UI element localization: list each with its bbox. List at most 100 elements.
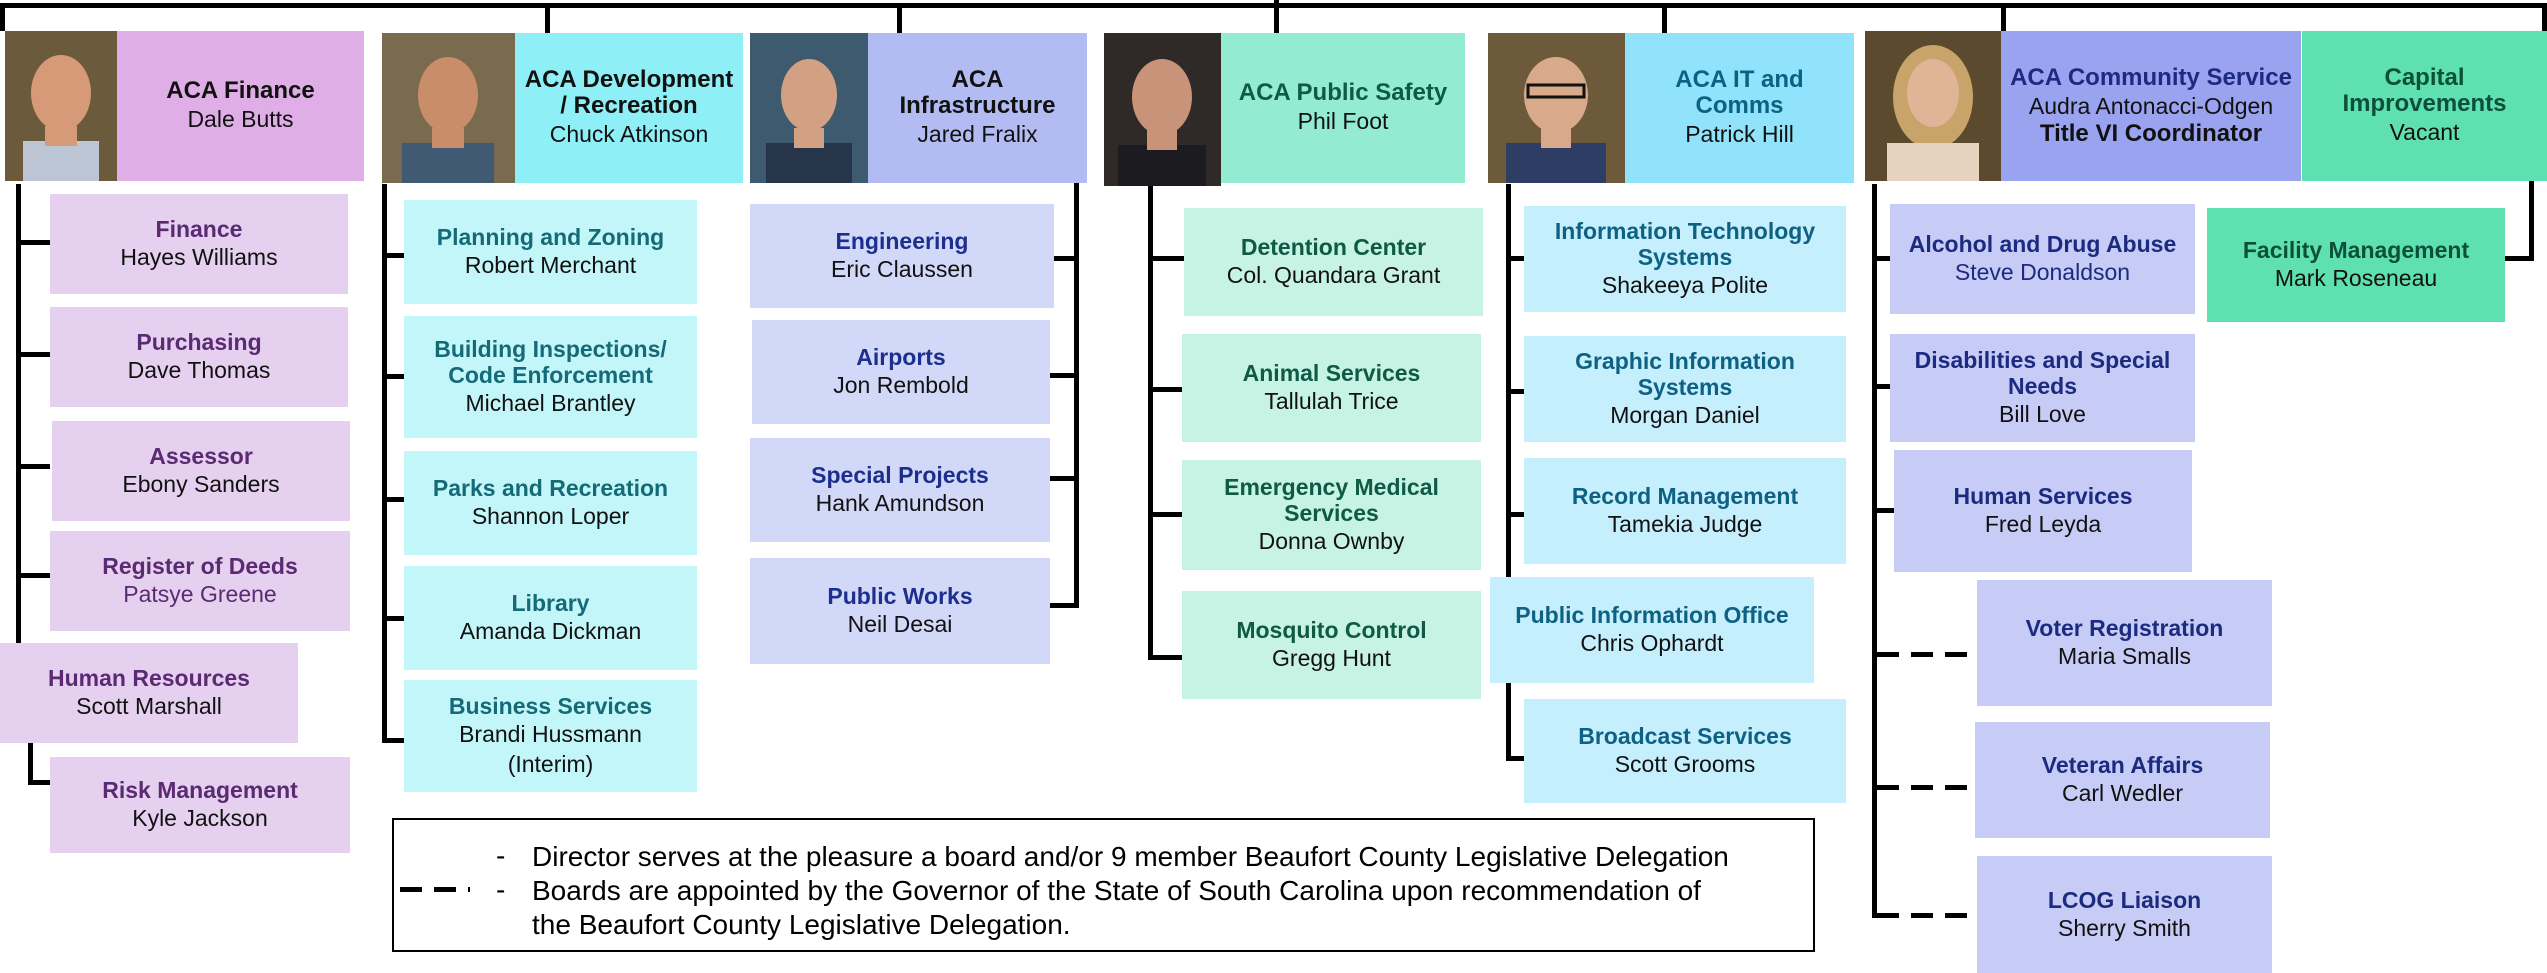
finance-branch [16, 352, 50, 357]
unit-head: Tamekia Judge [1607, 511, 1763, 537]
unit-box: Animal Services Tallulah Trice [1182, 334, 1481, 442]
it-branch [1506, 256, 1524, 261]
unit-head: Carl Wedler [2062, 780, 2183, 806]
finance-spine [16, 184, 21, 739]
chuck-atkinson-photo [382, 33, 515, 183]
unit-head: Kyle Jackson [132, 805, 268, 831]
unit-head: Dave Thomas [127, 357, 271, 383]
cap-head-box: Capital Improvements Vacant [2302, 31, 2547, 181]
unit-head: Bill Love [1999, 401, 2086, 427]
unit-head: Morgan Daniel [1610, 402, 1760, 428]
drop-it [1662, 3, 1667, 33]
unit-box: Emergency Medical Services Donna Ownby [1182, 460, 1481, 570]
cap-spine [2529, 180, 2534, 260]
unit-head: Amanda Dickman [459, 618, 642, 644]
safety-branch [1148, 655, 1184, 660]
unit-head: Chris Ophardt [1580, 630, 1724, 656]
unit-title: Emergency Medical Services [1224, 474, 1439, 526]
finance-branch [16, 240, 50, 245]
dept-director: Chuck Atkinson [549, 121, 709, 147]
drop-comm [2001, 3, 2006, 33]
title-vi-coordinator-label: Title VI Coordinator [2039, 120, 2263, 147]
unit-title: Broadcast Services [1578, 723, 1792, 749]
unit-box: Assessor Ebony Sanders [52, 421, 350, 521]
unit-head: Maria Smalls [2058, 643, 2191, 669]
unit-box: Purchasing Dave Thomas [50, 307, 348, 407]
unit-head: Mark Roseneau [2274, 265, 2438, 291]
dev-branch [382, 497, 404, 502]
unit-head: Shannon Loper [471, 503, 630, 529]
patrick-hill-photo [1488, 33, 1625, 183]
unit-title: Business Services [448, 693, 653, 719]
drop-dev [545, 3, 550, 33]
unit-box: Register of Deeds Patsye Greene [50, 531, 350, 631]
dev-branch [382, 253, 404, 258]
unit-box: Special Projects Hank Amundson [750, 438, 1050, 542]
safety-spine [1148, 184, 1153, 660]
unit-head-note: (Interim) [507, 751, 594, 777]
unit-title: Building Inspections/ Code Enforcement [434, 336, 667, 388]
unit-box: Graphic Information Systems Morgan Danie… [1524, 336, 1846, 442]
comm-branch [1872, 508, 1894, 513]
unit-box: LCOG Liaison Sherry Smith [1977, 856, 2272, 973]
unit-box: Human Resources Scott Marshall [0, 643, 298, 743]
unit-title: Graphic Information Systems [1575, 348, 1795, 400]
unit-title: Human Services [1953, 483, 2133, 509]
unit-head: Sherry Smith [2058, 914, 2191, 941]
unit-title: Purchasing [136, 329, 262, 355]
unit-title: Engineering [835, 228, 969, 254]
unit-head: Patsye Greene [123, 581, 277, 607]
unit-head: Robert Merchant [464, 252, 637, 278]
lcog-liaison-dashed-connector [1877, 913, 1977, 918]
unit-title: Register of Deeds [102, 553, 298, 579]
unit-box: Public Information Office Chris Ophardt [1490, 577, 1814, 683]
dept-director: Dale Butts [187, 106, 294, 132]
safety-head-box: ACA Public Safety Phil Foot [1221, 33, 1465, 183]
unit-title: Planning and Zoning [436, 224, 665, 250]
unit-title: Veteran Affairs [2041, 752, 2204, 778]
unit-box: Finance Hayes Williams [50, 194, 348, 294]
legend-line-3: the Beaufort County Legislative Delegati… [532, 909, 1071, 940]
infra-spine [1074, 180, 1079, 608]
finance-branch [16, 464, 50, 469]
dept-title: Capital Improvements [2342, 64, 2507, 117]
unit-box: Human Services Fred Leyda [1894, 450, 2192, 572]
finance-head-box: ACA Finance Dale Butts [117, 31, 364, 181]
unit-box: Building Inspections/ Code Enforcement M… [404, 316, 697, 438]
unit-head: Donna Ownby [1258, 528, 1405, 554]
unit-title: Public Works [827, 583, 973, 609]
unit-box: Veteran Affairs Carl Wedler [1975, 722, 2270, 838]
unit-head: Scott Grooms [1614, 751, 1756, 777]
unit-head: Hayes Williams [120, 244, 278, 270]
drop-cap [2542, 3, 2547, 31]
unit-box: Library Amanda Dickman [404, 566, 697, 670]
unit-box: Broadcast Services Scott Grooms [1524, 699, 1846, 803]
it-head-box: ACA IT and Comms Patrick Hill [1625, 33, 1854, 183]
finance-branch [28, 738, 33, 784]
cap-branch [2505, 256, 2534, 261]
unit-box: Engineering Eric Claussen [750, 204, 1054, 308]
audra-antonacci-odgen-photo [1865, 31, 2001, 181]
dept-title: ACA Community Service [2010, 64, 2292, 91]
unit-box: Alcohol and Drug Abuse Steve Donaldson [1890, 204, 2195, 314]
infra-branch [1050, 373, 1079, 378]
dev-spine [382, 184, 387, 743]
unit-title: Information Technology Systems [1554, 218, 1816, 270]
unit-head: Scott Marshall [76, 693, 222, 719]
dept-director: Vacant [2389, 119, 2460, 145]
dept-title: ACA IT and Comms [1675, 66, 1804, 119]
unit-title: Human Resources [48, 665, 250, 691]
drop-safety [1274, 3, 1279, 33]
unit-title: Risk Management [102, 777, 298, 803]
dept-director: Patrick Hill [1685, 121, 1794, 147]
comm-head-box: ACA Community Service Audra Antonacci-Od… [2001, 31, 2301, 181]
unit-box: Risk Management Kyle Jackson [50, 757, 350, 853]
comm-spine [1872, 184, 1877, 918]
unit-box: Voter Registration Maria Smalls [1977, 580, 2272, 706]
comm-branch [1872, 256, 1890, 261]
unit-title: Public Information Office [1515, 602, 1789, 628]
veteran-affairs-dashed-connector [1877, 785, 1977, 790]
dept-director: Jared Fralix [917, 121, 1038, 147]
unit-head: Steve Donaldson [1954, 259, 2131, 285]
unit-box: Mosquito Control Gregg Hunt [1182, 591, 1481, 699]
